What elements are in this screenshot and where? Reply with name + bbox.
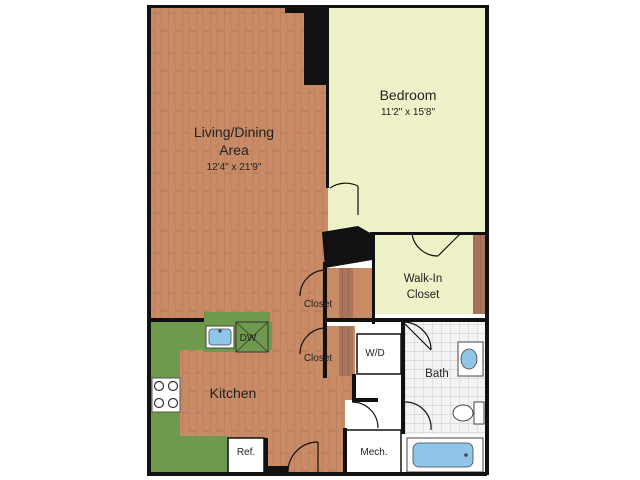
living-dining-dimensions: 12'4" x 21'9" (207, 162, 262, 173)
closet-upper-label: Closet (304, 299, 333, 310)
kitchen-title: Kitchen (210, 385, 257, 401)
living-dining-floor (150, 8, 373, 472)
bath-sink-icon (457, 341, 484, 377)
toilet-icon (452, 401, 485, 425)
closet-lower-label: Closet (304, 353, 333, 364)
stove-icon (151, 377, 181, 413)
mechanical-label: Mech. (360, 447, 387, 458)
kitchen-sink-icon (205, 325, 235, 349)
walls (147, 5, 489, 476)
bathtub-icon (406, 437, 484, 473)
walkin-closet-floor (373, 234, 473, 314)
closet-lower-shelf (339, 326, 353, 376)
dishwasher-label: DW (240, 333, 257, 344)
bedroom-floor (328, 8, 485, 234)
door-swings (287, 182, 461, 473)
living-dining-title-line2: Area (219, 142, 249, 158)
dishwasher-icon (235, 321, 269, 353)
bedroom-title: Bedroom (380, 87, 437, 103)
refrigerator-label: Ref. (237, 447, 255, 458)
bedroom-dimensions: 11'2" x 15'8" (381, 107, 436, 118)
walkin-closet-title: Walk-In (404, 273, 443, 285)
washer-dryer-label: W/D (365, 348, 384, 359)
living-dining-title: Living/Dining (194, 124, 274, 140)
walkin-closet-shelf (473, 234, 485, 314)
bath-title: Bath (425, 368, 449, 380)
closet-upper-shelf (339, 268, 353, 318)
walkin-closet-title-line2: Closet (407, 289, 440, 301)
